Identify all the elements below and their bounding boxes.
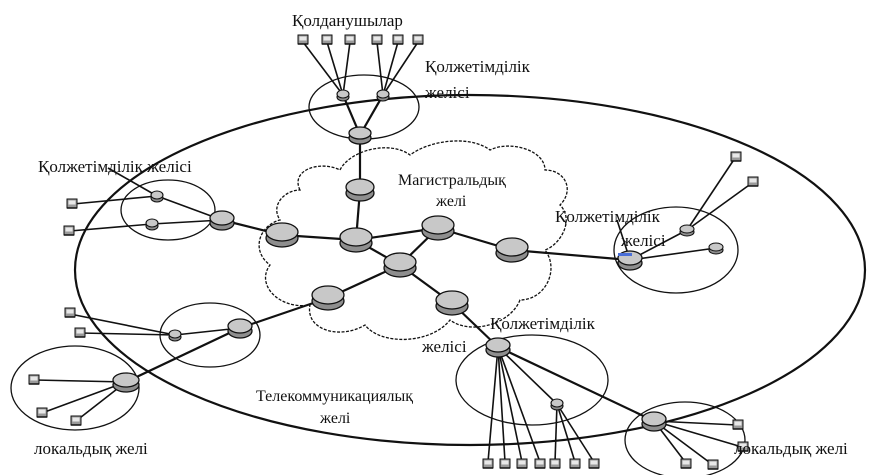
access-network-left [120,179,216,241]
telecom-network-label: Телекоммуникациялық [256,388,414,405]
switch-node [227,318,253,339]
router-node [265,222,299,248]
hub-node [550,398,564,411]
switch-node [112,372,140,393]
backbone-cloud [258,140,568,341]
router-node [421,215,455,241]
telecom-network-label-2: желі [320,410,351,427]
access-network-right-label-2: желісі [621,231,666,250]
local-network-right-label: локальдық желі [734,439,848,458]
switch-node [209,210,235,231]
hub-node [168,329,182,342]
access-network-right-label: Қолжетімділік [555,207,660,226]
local-network-left [10,345,140,431]
router-node [345,178,375,202]
switch-node [641,411,667,432]
local-network-right [624,401,746,475]
hub-node [708,242,724,255]
switch-node [485,337,511,358]
router-node [311,285,345,311]
hub-node [376,89,390,102]
backbone-label-2: желі [436,193,467,210]
hub-node [145,218,159,231]
access-network-bottom [455,334,609,426]
switch-node [348,126,372,145]
local-network-left-label: локальдық желі [34,439,148,458]
telecom-network-boundary [73,93,867,447]
router-node [383,252,417,278]
access-network-bottom-label-2: желісі [422,337,467,356]
access-network-top-label-2: желісі [425,83,470,102]
hub-node [150,190,164,203]
hub-node [336,89,350,102]
access-network-bottom-label: Қолжетімділік [490,314,595,333]
access-network-left-label: Қолжетімділік желісі [38,157,192,176]
backbone-label: Магистральдық [398,172,506,189]
backbone-nodes [265,178,529,316]
access-nodes [112,126,667,432]
access-network-top-label: Қолжетімділік [425,57,530,76]
hub-node [679,224,695,237]
hub-nodes [145,89,724,411]
router-node [339,227,373,253]
access-network-right [613,206,739,294]
router-node [435,290,469,316]
users-label: Қолданушылар [292,11,403,30]
selection-marker [618,253,632,256]
router-node [495,237,529,263]
